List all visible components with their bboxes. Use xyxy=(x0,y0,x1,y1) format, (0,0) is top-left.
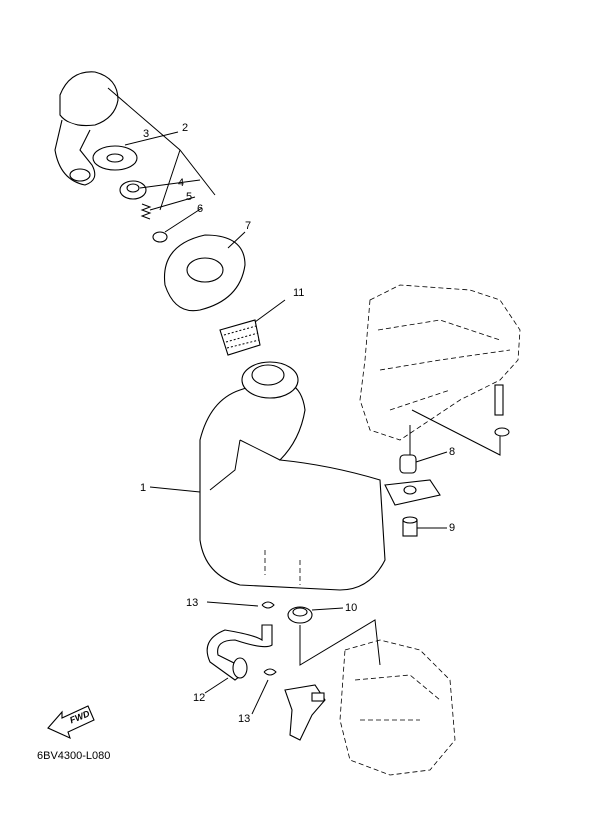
callout-1: 1 xyxy=(140,482,146,494)
collar-part-9 xyxy=(402,516,447,537)
callout-6: 6 xyxy=(197,203,203,215)
drawing-code: 6BV4300-L080 xyxy=(37,750,110,762)
hose-part-12 xyxy=(204,624,273,694)
callout-8: 8 xyxy=(449,446,455,458)
callout-12: 12 xyxy=(193,692,205,704)
fuel-cock-outline xyxy=(339,639,456,776)
engine-housing-outline xyxy=(359,284,521,441)
forward-direction-badge: FWD xyxy=(47,705,95,740)
fuel-cap xyxy=(54,71,119,186)
fuel-cock xyxy=(284,684,326,741)
strainer-part-11 xyxy=(219,299,286,356)
spring-part-5 xyxy=(140,203,152,220)
o-ring-part-6 xyxy=(152,231,168,243)
callout-13-lower: 13 xyxy=(238,713,250,725)
pad-part-7 xyxy=(163,231,246,312)
grommet-part-8 xyxy=(384,384,510,506)
grommet-part-10 xyxy=(287,606,381,666)
callout-4: 4 xyxy=(178,177,184,189)
callout-2: 2 xyxy=(182,122,188,134)
clip-part-13-upper xyxy=(206,601,275,609)
callout-3: 3 xyxy=(143,128,149,140)
callout-13-upper: 13 xyxy=(186,597,198,609)
clip-part-13-lower xyxy=(251,668,277,715)
fuel-tank-part-1 xyxy=(149,361,386,591)
callout-7: 7 xyxy=(245,220,251,232)
callout-5: 5 xyxy=(186,191,192,203)
callout-11: 11 xyxy=(293,287,304,299)
callout-9: 9 xyxy=(449,522,455,534)
callout-10: 10 xyxy=(345,602,357,614)
